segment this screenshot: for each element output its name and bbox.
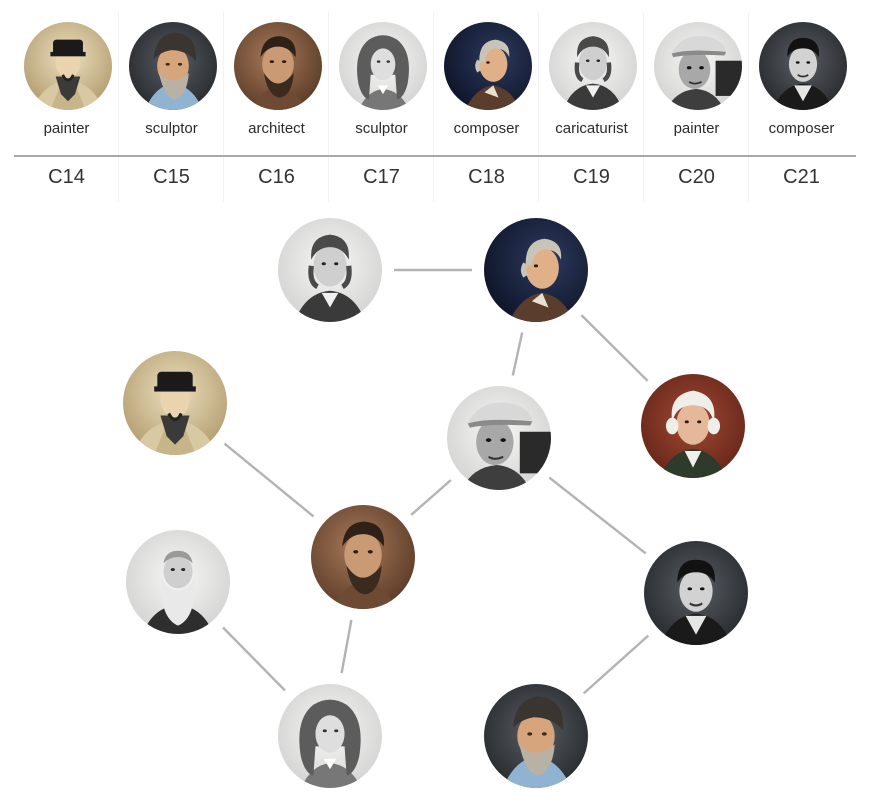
turbaned-bearded-sculptor-portrait-icon bbox=[484, 684, 588, 788]
legend-code-label: C15 bbox=[153, 166, 190, 188]
legend-portrait bbox=[654, 22, 742, 110]
ming-scholar-portrait-icon bbox=[123, 351, 227, 455]
flat-cap-painter-photo-icon bbox=[654, 22, 742, 110]
network-node-portrait bbox=[278, 218, 382, 322]
legend-role-label: caricaturist bbox=[555, 120, 628, 137]
bearded-architect-portrait-icon bbox=[311, 505, 415, 609]
network-edge bbox=[580, 314, 649, 382]
flat-cap-painter-photo-icon bbox=[447, 386, 551, 490]
network-node-portrait bbox=[123, 351, 227, 455]
network-edge bbox=[340, 619, 353, 674]
network-edge bbox=[222, 626, 286, 692]
legend-code-label: C20 bbox=[678, 166, 715, 188]
legend-portrait bbox=[549, 22, 637, 110]
bearded-architect-portrait-icon bbox=[234, 22, 322, 110]
victorian-engraving-portrait-icon bbox=[278, 218, 382, 322]
legend-portrait bbox=[129, 22, 217, 110]
legend-code-label: C19 bbox=[573, 166, 610, 188]
legend-portrait bbox=[444, 22, 532, 110]
legend-role-label: composer bbox=[453, 120, 520, 137]
powdered-wig-composer-portrait-icon bbox=[641, 374, 745, 478]
legend-code-label: C17 bbox=[363, 166, 400, 188]
classical-composer-profile-portrait-icon bbox=[484, 218, 588, 322]
legend-portrait bbox=[759, 22, 847, 110]
network-node-portrait bbox=[644, 541, 748, 645]
turbaned-bearded-sculptor-portrait-icon bbox=[129, 22, 217, 110]
legend-code-label: C18 bbox=[468, 166, 505, 188]
classical-composer-profile-portrait-icon bbox=[444, 22, 532, 110]
network-edge bbox=[582, 634, 650, 695]
legend-portrait bbox=[24, 22, 112, 110]
network-edge bbox=[410, 479, 452, 516]
network-edge bbox=[548, 476, 647, 555]
network-edge bbox=[223, 442, 315, 518]
legend-portrait bbox=[234, 22, 322, 110]
young-composer-photo-icon bbox=[759, 22, 847, 110]
ming-scholar-portrait-icon bbox=[24, 22, 112, 110]
legend-role-label: architect bbox=[248, 120, 305, 137]
victorian-engraving-portrait-icon bbox=[549, 22, 637, 110]
network-node-portrait bbox=[278, 684, 382, 788]
network-node-portrait bbox=[484, 684, 588, 788]
network-node-portrait bbox=[447, 386, 551, 490]
legend-code-label: C16 bbox=[258, 166, 295, 188]
network-node-portrait bbox=[484, 218, 588, 322]
network-node-portrait bbox=[641, 374, 745, 478]
network-edge bbox=[511, 332, 524, 376]
legend-role-label: sculptor bbox=[145, 120, 198, 137]
legend-portrait bbox=[339, 22, 427, 110]
legend-divider bbox=[14, 155, 856, 157]
wigged-engraving-portrait-icon bbox=[278, 684, 382, 788]
white-bearded-painter-photo-icon bbox=[126, 530, 230, 634]
wigged-engraving-portrait-icon bbox=[339, 22, 427, 110]
legend-role-label: painter bbox=[43, 120, 90, 137]
network-node-portrait bbox=[311, 505, 415, 609]
legend-role-label: painter bbox=[673, 120, 720, 137]
network-node-portrait bbox=[126, 530, 230, 634]
legend-role-label: sculptor bbox=[355, 120, 408, 137]
legend-role-label: composer bbox=[768, 120, 835, 137]
young-composer-photo-icon bbox=[644, 541, 748, 645]
legend-code-label: C14 bbox=[48, 166, 85, 188]
legend-code-label: C21 bbox=[783, 166, 820, 188]
